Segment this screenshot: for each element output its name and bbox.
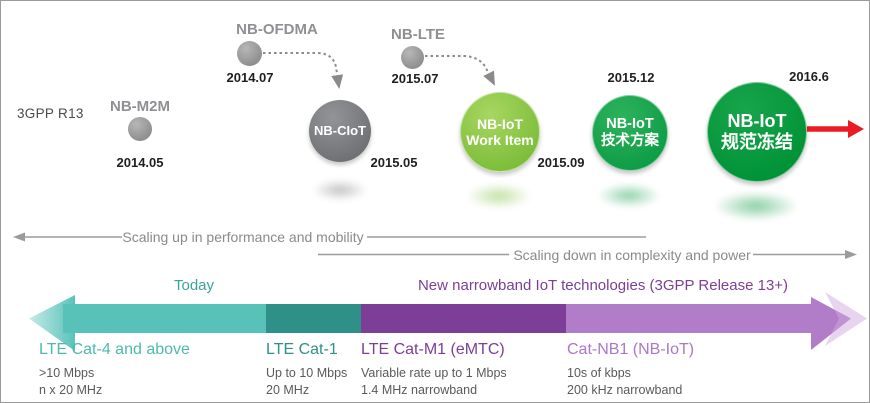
nb-iot-work-item-circle: NB-IoT Work Item xyxy=(460,92,540,172)
cat1-column: LTE Cat-1 Up to 10 Mbps 20 MHz xyxy=(266,341,347,398)
cat1-detail-2: 20 MHz xyxy=(266,382,310,397)
segment-lte-cat1 xyxy=(266,304,361,333)
nb-lte-dot xyxy=(401,46,424,69)
nb-iot-freeze-circle: NB-IoT 规范冻结 xyxy=(707,82,807,182)
segment-lte-catm1 xyxy=(361,304,566,333)
nb-m2m-dot xyxy=(128,117,152,141)
tech-line1: NB-IoT xyxy=(606,116,654,133)
cat4-title: LTE Cat-4 and above xyxy=(39,341,190,358)
tech-reflection xyxy=(597,183,661,208)
ciot-reflection xyxy=(312,179,368,201)
nb-iot-tech-circle: NB-IoT 技术方案 xyxy=(592,95,668,171)
nb-lte-label: NB-LTE xyxy=(391,26,445,43)
cat4-detail-1: >10 Mbps xyxy=(39,366,95,380)
catnb1-title: Cat-NB1 (NB-IoT) xyxy=(567,341,695,358)
catm1-column: LTE Cat-M1 (eMTC) Variable rate up to 1 … xyxy=(361,341,507,398)
cat1-title: LTE Cat-1 xyxy=(266,341,338,358)
segment-lte-cat4 xyxy=(63,304,266,333)
new-narrowband-label: New narrowband IoT technologies (3GPP Re… xyxy=(417,277,789,294)
scaling-down-arrow-icon xyxy=(318,250,857,259)
freeze-line2: 规范冻结 xyxy=(721,132,793,152)
segment-cat-nb1 xyxy=(566,304,813,333)
freeze-line1: NB-IoT xyxy=(727,111,787,132)
nb-ofdma-label: NB-OFDMA xyxy=(236,21,318,38)
workitem-reflection xyxy=(466,183,532,209)
tech-line2: 技术方案 xyxy=(601,133,659,149)
nb-ofdma-dot xyxy=(237,41,262,66)
release-label: 3GPP R13 xyxy=(17,106,84,121)
band-right-chevron-glow-icon xyxy=(825,292,867,346)
date-2015-07: 2015.07 xyxy=(391,71,439,86)
work-item-line1: NB-IoT xyxy=(477,115,523,132)
nb-ciot-circle: NB-CIoT xyxy=(309,100,371,162)
work-item-line2: Work Item xyxy=(466,132,534,148)
timeline-forward-arrow-icon xyxy=(807,120,864,138)
date-2014-07: 2014.07 xyxy=(226,70,274,85)
date-2016-6: 2016.6 xyxy=(789,69,829,84)
scaling-up-arrow-icon xyxy=(13,232,646,242)
lte-to-workitem-dotted-arrow-icon xyxy=(425,55,495,86)
catm1-detail-1: Variable rate up to 1 Mbps xyxy=(361,366,507,380)
today-label: Today xyxy=(173,277,215,294)
catm1-title: LTE Cat-M1 (eMTC) xyxy=(361,341,505,358)
date-2014-05: 2014.05 xyxy=(116,155,164,170)
catm1-detail-2: 1.4 MHz narrowband xyxy=(361,382,478,397)
cat1-detail-1: Up to 10 Mbps xyxy=(266,366,348,380)
nb-m2m-label: NB-M2M xyxy=(110,98,170,115)
cat4-detail-2: n x 20 MHz xyxy=(39,382,103,397)
cat4-column: LTE Cat-4 and above >10 Mbps n x 20 MHz xyxy=(39,341,190,398)
catnb1-detail-2: 200 kHz narrowband xyxy=(567,382,683,397)
scaling-down-label: Scaling down in complexity and power xyxy=(513,247,751,263)
band-right-arrow-icon xyxy=(811,297,851,350)
scaling-up-label: Scaling up in performance and mobility xyxy=(122,229,364,245)
ofdma-to-ciot-dotted-arrow-icon xyxy=(263,52,344,89)
date-2015-12: 2015.12 xyxy=(607,70,655,85)
date-2015-05: 2015.05 xyxy=(370,155,418,170)
date-2015-09: 2015.09 xyxy=(537,155,585,170)
catnb1-column: Cat-NB1 (NB-IoT) 10s of kbps 200 kHz nar… xyxy=(567,341,694,398)
nb-ciot-label: NB-CIoT xyxy=(314,122,366,138)
freeze-reflection xyxy=(713,191,799,221)
catnb1-detail-1: 10s of kbps xyxy=(567,366,631,380)
